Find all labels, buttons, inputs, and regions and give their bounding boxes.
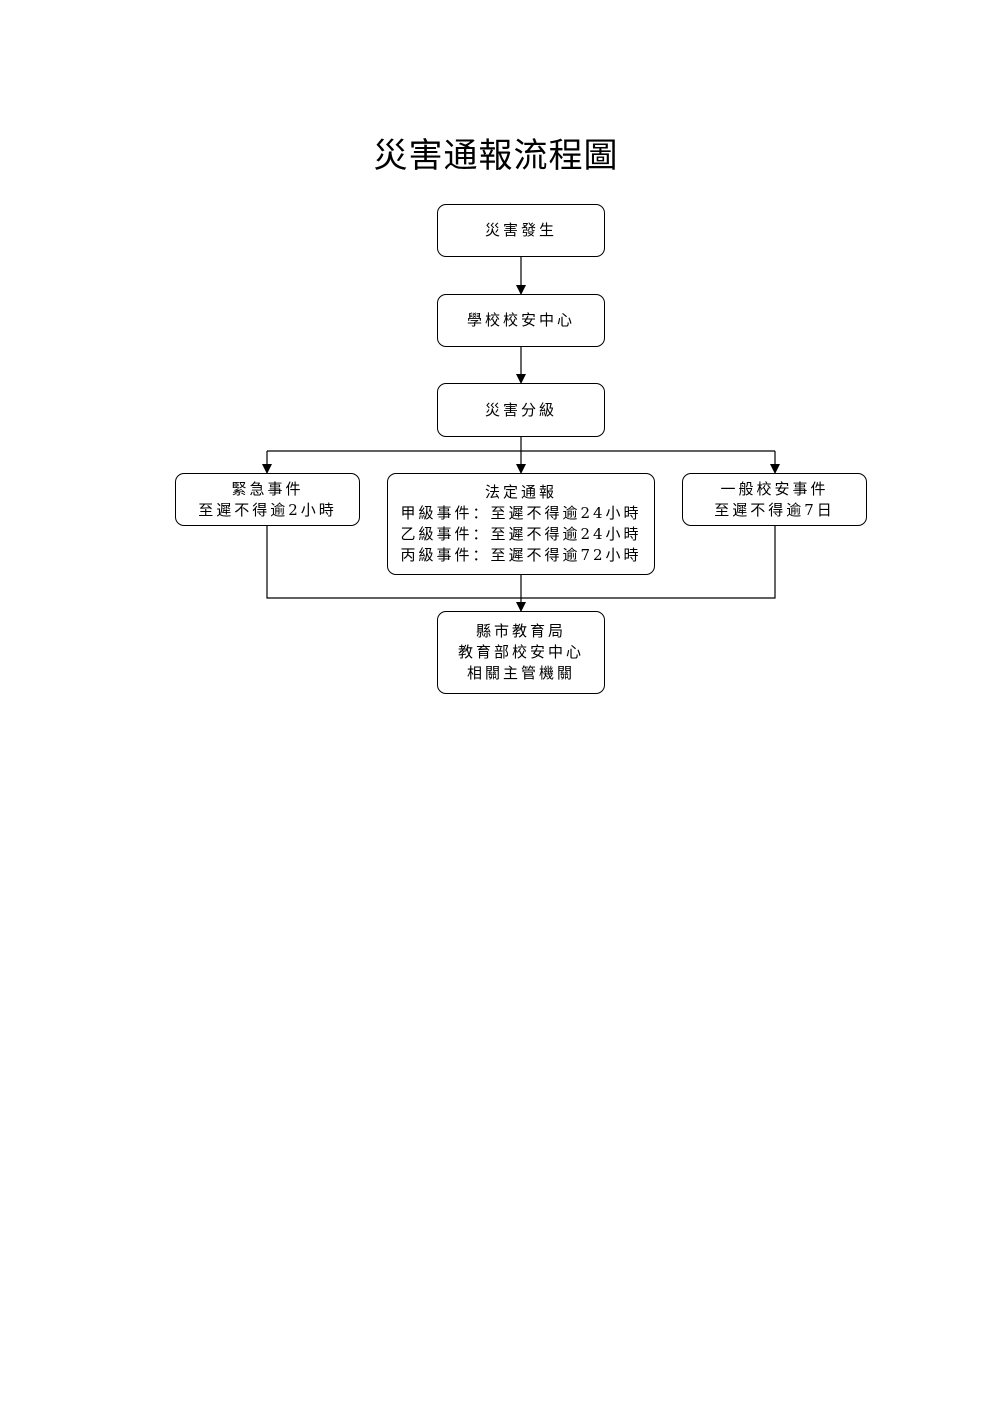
node-school: 學校校安中心	[437, 294, 605, 347]
node-authority-line: 縣市教育局	[475, 622, 566, 640]
node-legal-line: 乙級事件：至遲不得逾24小時	[400, 525, 642, 543]
node-general-line: 一般校安事件	[720, 479, 829, 498]
node-general-line: 至遲不得逾7日	[714, 500, 835, 519]
node-legal: 法定通報甲級事件：至遲不得逾24小時乙級事件：至遲不得逾24小時丙級事件：至遲不…	[387, 473, 655, 575]
node-authority: 縣市教育局教育部校安中心相關主管機關	[437, 611, 605, 694]
node-authority-line: 相關主管機關	[466, 664, 575, 682]
node-legal-line: 甲級事件：至遲不得逾24小時	[400, 504, 642, 522]
node-emergency: 緊急事件至遲不得逾2小時	[175, 473, 360, 526]
page-title: 災害通報流程圖	[373, 136, 619, 176]
node-occur-line: 災害發生	[484, 221, 557, 239]
node-classify-line: 災害分級	[484, 400, 557, 419]
node-emergency-line: 至遲不得逾2小時	[198, 500, 337, 519]
node-school-line: 學校校安中心	[466, 311, 575, 329]
node-occur: 災害發生	[437, 204, 605, 257]
node-emergency-line: 緊急事件	[231, 479, 304, 498]
node-legal-line: 法定通報	[484, 483, 557, 501]
node-classify: 災害分級	[437, 383, 605, 437]
node-authority-line: 教育部校安中心	[457, 643, 584, 661]
node-legal-line: 丙級事件：至遲不得逾72小時	[400, 546, 642, 564]
node-general: 一般校安事件至遲不得逾7日	[682, 473, 867, 526]
